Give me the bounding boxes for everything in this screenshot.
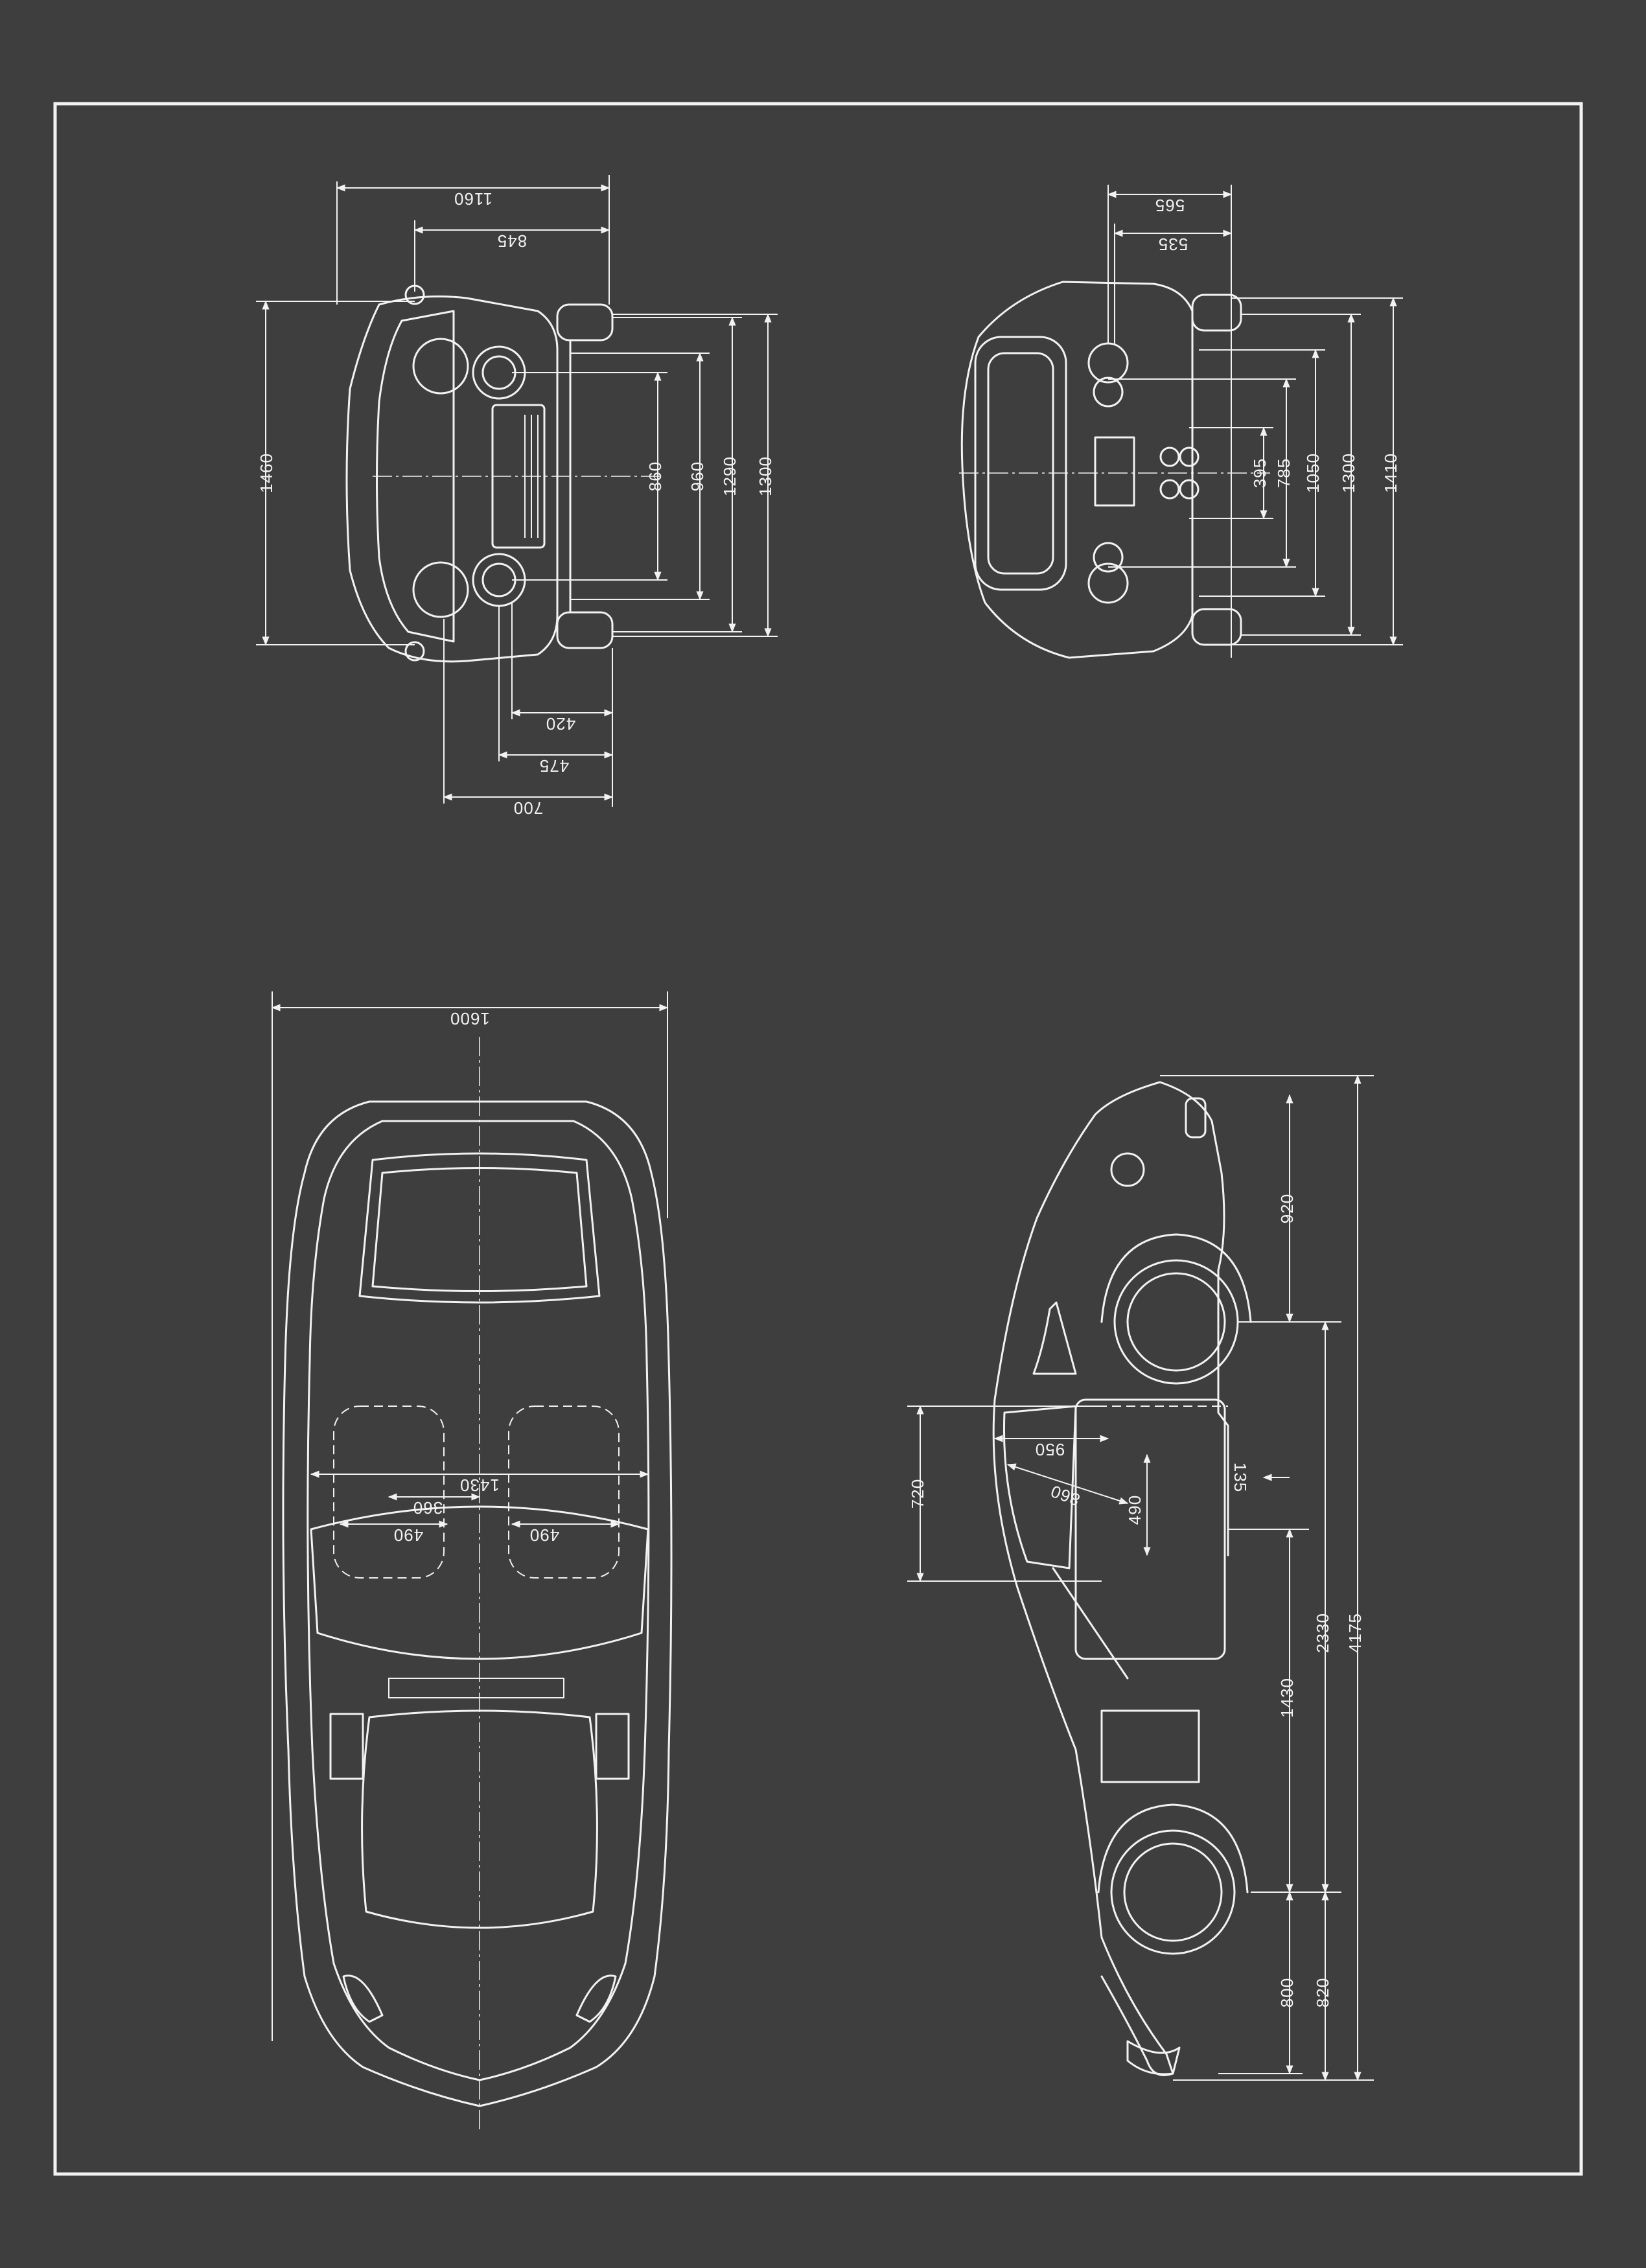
front-view: 1160 845 1460 860 960 1290 1300 420 (256, 175, 778, 818)
dim-top-490-left: 490 (393, 1525, 423, 1545)
rear-taillight-upper-b (1093, 376, 1124, 408)
side-rear-quarter-window (1032, 1301, 1077, 1375)
side-front-arch (1097, 1803, 1249, 1893)
dim-top-360: 360 (413, 1498, 443, 1518)
rear-window (987, 352, 1054, 575)
dim-front-1460: 1460 (257, 453, 276, 493)
dim-front-700: 700 (513, 798, 543, 818)
front-wheel-lower (556, 611, 614, 649)
dim-rear-785: 785 (1274, 458, 1293, 488)
rear-taillight-upper-a (1087, 342, 1129, 384)
dim-side-490: 490 (1125, 1495, 1144, 1525)
top-rear-vent-right (595, 1713, 630, 1780)
dim-rear-535: 535 (1158, 235, 1188, 254)
front-headlight-ring-upper (481, 355, 516, 390)
dim-front-960: 960 (688, 461, 707, 491)
dim-rear-565: 565 (1155, 196, 1185, 215)
dim-front-1160: 1160 (454, 189, 493, 209)
dim-side-800: 800 (1277, 1978, 1297, 2008)
rear-exhaust-upper-2 (1179, 446, 1200, 467)
top-seat-right (508, 1406, 620, 1579)
dim-side-135: 135 (1231, 1463, 1250, 1492)
top-body-inner (307, 1120, 650, 2081)
front-body-outline (345, 295, 559, 663)
side-rear-wheel-inner (1126, 1272, 1226, 1372)
rear-plate (1094, 436, 1135, 507)
dim-top-1430: 1430 (459, 1475, 500, 1495)
rear-view: 565 535 395 785 1050 1300 1410 (959, 185, 1403, 659)
dim-side-720: 720 (908, 1479, 927, 1509)
front-headlight-outer-upper (412, 338, 469, 395)
dim-side-1430: 1430 (1277, 1678, 1297, 1718)
dim-top-1600: 1600 (450, 1009, 490, 1028)
dim-rear-395: 395 (1250, 458, 1269, 488)
side-body-rear (1159, 1081, 1229, 1556)
rear-taillight-lower-a (1087, 562, 1129, 604)
top-seat-left (333, 1406, 445, 1579)
side-fuel-cap (1110, 1152, 1145, 1187)
dim-front-420: 420 (546, 714, 575, 734)
front-body-inner (376, 310, 455, 643)
dim-side-920: 920 (1277, 1194, 1297, 1223)
side-door (1074, 1398, 1226, 1660)
top-taillight-right (575, 1974, 617, 2023)
rear-wheel-upper (1191, 294, 1242, 332)
rear-exhaust-upper (1159, 446, 1180, 467)
dim-front-860: 860 (645, 461, 665, 491)
dim-side-860: 860 (1048, 1481, 1083, 1510)
dim-front-1300: 1300 (756, 456, 775, 496)
rear-window-frame (974, 336, 1067, 591)
dim-side-950: 950 (1035, 1440, 1065, 1459)
top-windscreen-inner (371, 1167, 588, 1292)
rear-wheel-lower (1191, 608, 1242, 646)
front-headlight-ring-lower (481, 562, 516, 597)
top-rear-window (310, 1505, 649, 1660)
sheet-frame (53, 102, 1583, 2176)
dim-rear-1410: 1410 (1381, 453, 1400, 493)
dim-top-490-right: 490 (529, 1525, 559, 1545)
top-engine-vent (388, 1678, 564, 1698)
dim-front-845: 845 (497, 231, 527, 251)
top-taillight-left (342, 1974, 384, 2023)
rear-body-outline (960, 281, 1194, 659)
front-mirror-lower (404, 641, 425, 662)
dim-side-4175: 4175 (1345, 1613, 1365, 1653)
dim-rear-1300: 1300 (1339, 453, 1358, 493)
top-view: 1600 1430 360 490 490 (271, 991, 673, 2132)
rear-exhaust-lower-2 (1179, 479, 1200, 500)
dim-side-820: 820 (1313, 1978, 1332, 2008)
top-windscreen (358, 1152, 601, 1304)
dim-front-1290: 1290 (720, 456, 739, 496)
side-sill-box (1100, 1709, 1200, 1783)
side-body-outline (992, 1081, 1174, 2076)
front-headlight-outer-lower (412, 561, 469, 618)
top-rear-vent-left (329, 1713, 364, 1780)
dim-side-2330: 2330 (1313, 1613, 1332, 1653)
side-view: 920 720 950 860 490 135 2330 4175 1430 (907, 1074, 1374, 2081)
rear-exhaust-lower (1159, 479, 1180, 500)
dim-front-475: 475 (539, 756, 569, 776)
top-body-outline (282, 1100, 673, 2107)
side-front-bumper (1126, 2040, 1181, 2076)
side-steering (1052, 1567, 1129, 1680)
side-exhaust (1185, 1097, 1207, 1139)
dim-rear-1050: 1050 (1303, 453, 1323, 493)
rear-taillight-lower-b (1093, 542, 1124, 573)
side-rear-arch (1100, 1233, 1252, 1323)
top-rear-hood (361, 1709, 598, 1929)
side-front-wheel (1110, 1829, 1236, 1955)
front-wheel-upper (556, 303, 614, 341)
side-front-wheel-inner (1123, 1842, 1223, 1942)
